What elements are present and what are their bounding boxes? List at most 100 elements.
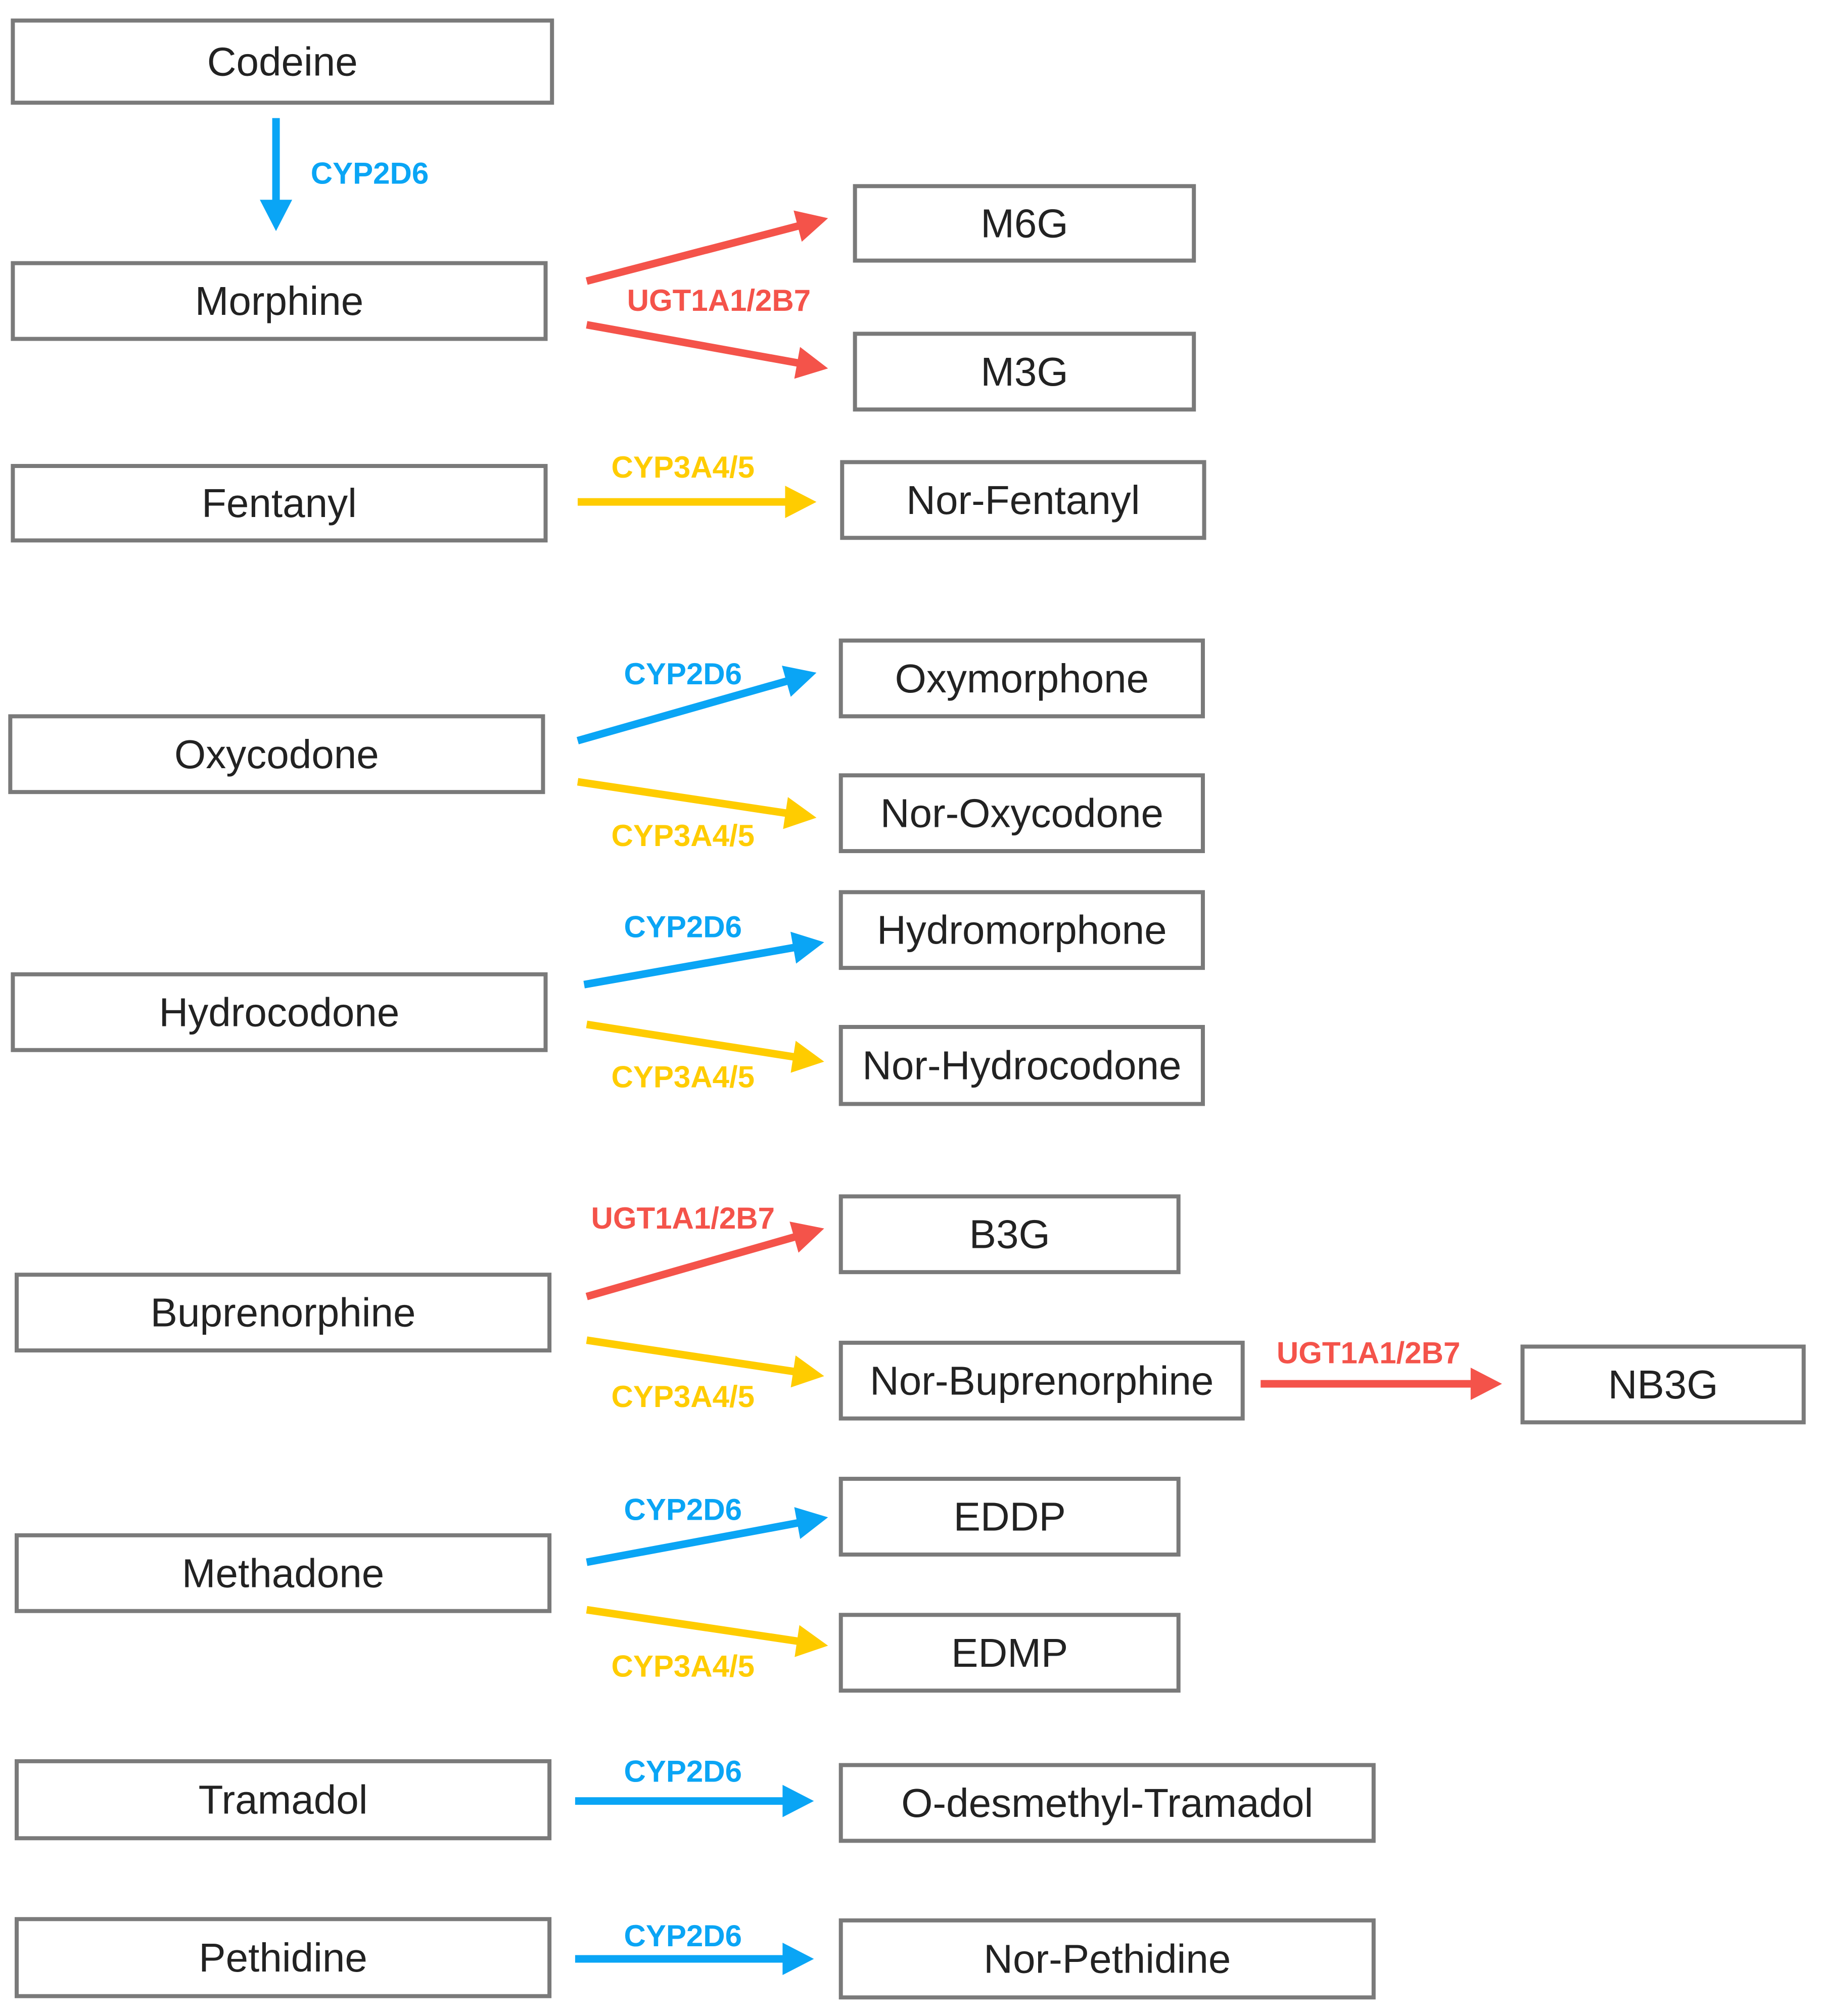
- enzyme-label: CYP3A4/5: [612, 1649, 755, 1683]
- arrow-morphine-to-m3g: [586, 321, 828, 379]
- node-label: O-desmethyl-Tramadol: [901, 1780, 1313, 1825]
- node-box: [838, 890, 1205, 970]
- node-box: [838, 1763, 1376, 1843]
- arrow-head: [260, 200, 293, 231]
- node-label: Hydrocodone: [159, 990, 400, 1035]
- arrow-head: [793, 210, 828, 242]
- arrow-methadone-to-edmp: [586, 1606, 828, 1657]
- b3g-node: B3G: [838, 1194, 1181, 1275]
- node-label: Nor-Buprenorphine: [870, 1358, 1213, 1403]
- arrow-head: [785, 486, 817, 519]
- arrow-tramadol-to-o-desmethyl-tramadol: [575, 1785, 814, 1817]
- arrow-pethidine-to-nor-pethidine: [575, 1943, 814, 1976]
- node-label: Hydromorphone: [877, 908, 1167, 953]
- arrow-buprenorphine-to-b3g: [585, 1222, 824, 1300]
- arrow-head: [1470, 1368, 1502, 1400]
- morphine-node: Morphine: [11, 261, 548, 341]
- node-label: EDMP: [951, 1630, 1068, 1675]
- nb3g-node: NB3G: [1520, 1344, 1806, 1425]
- node-box: [838, 1194, 1181, 1275]
- node-box: [838, 1025, 1205, 1106]
- arrow-head: [789, 1222, 824, 1253]
- node-label: Buprenorphine: [151, 1290, 416, 1335]
- hydrocodone-node: Hydrocodone: [11, 972, 548, 1052]
- node-box: [838, 1613, 1181, 1693]
- enzyme-label: CYP2D6: [624, 1493, 742, 1527]
- nor-pethidine-node: Nor-Pethidine: [838, 1918, 1376, 2000]
- buprenorphine-node: Buprenorphine: [15, 1273, 552, 1353]
- node-box: [853, 184, 1196, 263]
- hydromorphone-node: Hydromorphone: [838, 890, 1205, 970]
- enzyme-labels-layer: CYP2D6UGT1A1/2B7CYP3A4/5CYP2D6CYP3A4/5CY…: [311, 156, 1461, 1952]
- nor-hydrocodone-node: Nor-Hydrocodone: [838, 1025, 1205, 1106]
- pethidine-node: Pethidine: [15, 1917, 552, 1998]
- arrow-buprenorphine-to-nor-buprenorphine: [586, 1336, 824, 1388]
- oxycodone-node: Oxycodone: [8, 714, 545, 794]
- arrow-shaft: [586, 1336, 796, 1376]
- node-box: [838, 773, 1205, 854]
- arrow-head: [782, 1785, 814, 1817]
- arrow-morphine-to-m6g: [585, 210, 828, 285]
- arrow-shaft: [586, 321, 800, 367]
- arrow-shaft: [586, 1519, 800, 1566]
- node-label: Nor-Hydrocodone: [862, 1043, 1181, 1088]
- node-label: Nor-Fentanyl: [906, 478, 1140, 523]
- node-label: Nor-Pethidine: [984, 1937, 1231, 1982]
- node-box: [838, 1340, 1245, 1421]
- arrow-head: [790, 1041, 824, 1073]
- node-box: [11, 464, 548, 543]
- edmp-node: EDMP: [838, 1613, 1181, 1693]
- arrow-shaft: [583, 944, 796, 989]
- arrow-head: [783, 797, 817, 829]
- node-label: Oxymorphone: [895, 656, 1149, 701]
- arrow-hydrocodone-to-nor-hydrocodone: [586, 1020, 824, 1073]
- node-label: EDDP: [954, 1494, 1066, 1539]
- node-box: [15, 1917, 552, 1998]
- edges-layer: [260, 118, 1502, 1976]
- node-label: M3G: [980, 349, 1068, 394]
- arrow-shaft: [586, 1606, 800, 1646]
- arrow-head: [795, 1625, 828, 1657]
- enzyme-label: UGT1A1/2B7: [627, 284, 811, 317]
- enzyme-label: UGT1A1/2B7: [591, 1201, 775, 1235]
- node-box: [15, 1533, 552, 1613]
- node-label: Pethidine: [199, 1935, 367, 1980]
- node-label: Tramadol: [199, 1777, 368, 1822]
- fentanyl-node: Fentanyl: [11, 464, 548, 543]
- arrow-shaft: [585, 222, 801, 285]
- arrow-shaft: [576, 677, 789, 744]
- node-label: M6G: [980, 201, 1068, 246]
- arrow-head: [790, 1355, 824, 1388]
- arrow-head: [794, 1507, 828, 1539]
- arrow-shaft: [585, 1233, 797, 1300]
- arrow-head: [790, 931, 824, 964]
- node-box: [1520, 1344, 1806, 1425]
- node-box: [838, 1918, 1376, 2000]
- tramadol-node: Tramadol: [15, 1759, 552, 1841]
- enzyme-label: CYP3A4/5: [612, 819, 755, 853]
- node-box: [838, 638, 1205, 719]
- arrow-codeine-to-morphine: [260, 118, 293, 231]
- enzyme-label: CYP2D6: [624, 657, 742, 691]
- arrow-shaft: [586, 1020, 796, 1061]
- nor-buprenorphine-node: Nor-Buprenorphine: [838, 1340, 1245, 1421]
- node-label: Morphine: [195, 278, 364, 323]
- node-label: NB3G: [1608, 1362, 1718, 1407]
- node-box: [11, 972, 548, 1052]
- codeine-node: Codeine: [11, 18, 554, 105]
- node-box: [11, 18, 554, 105]
- node-label: Oxycodone: [174, 732, 379, 777]
- arrow-shaft: [577, 778, 788, 817]
- o-desmethyl-tramadol-node: O-desmethyl-Tramadol: [838, 1763, 1376, 1843]
- node-box: [840, 460, 1206, 540]
- methadone-node: Methadone: [15, 1533, 552, 1613]
- nor-oxycodone-node: Nor-Oxycodone: [838, 773, 1205, 854]
- node-box: [8, 714, 545, 794]
- node-label: Fentanyl: [202, 481, 357, 526]
- node-box: [15, 1759, 552, 1841]
- node-label: Nor-Oxycodone: [880, 791, 1163, 836]
- node-label: B3G: [969, 1212, 1050, 1257]
- enzyme-label: CYP3A4/5: [612, 1380, 755, 1414]
- node-box: [853, 332, 1196, 412]
